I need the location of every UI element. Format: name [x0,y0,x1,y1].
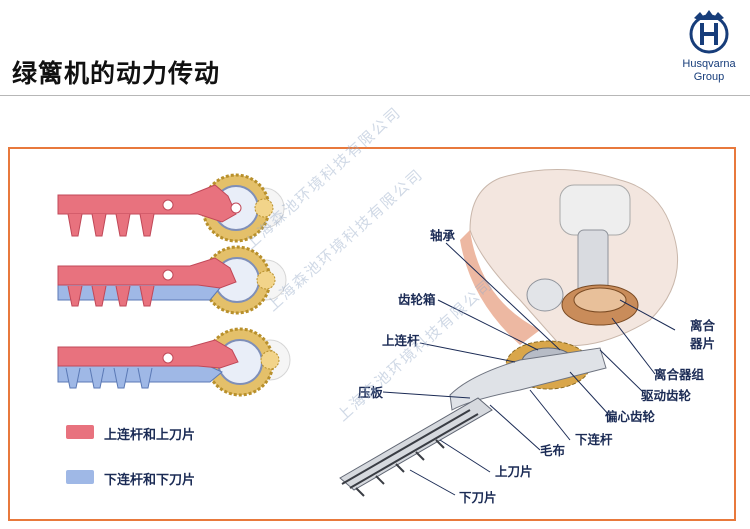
legend-label-upper: 上连杆和上刀片 [104,428,196,443]
callout-felt: 毛布 [540,443,566,458]
logo-brand-line1: Husqvarna [682,58,736,70]
callout-clutch-assembly: 离合器组 [654,367,705,382]
callout-drive-gear: 驱动齿轮 [641,388,692,403]
mechanism-row-1 [57,173,285,243]
mechanism-row-2 [57,245,287,315]
callout-clutch-shoe-line1: 离合 [690,318,716,333]
callout-leaders [382,242,676,496]
callout-eccentric-gear: 偏心齿轮 [605,409,656,424]
husqvarna-crown-h-logo-icon [689,10,729,54]
slide-title: 绿篱机的动力传动 [12,59,221,88]
hedge-trimmer-machine [339,169,679,497]
leader-clutch-assembly [611,317,656,375]
leader-clutch-shoe [619,299,676,331]
callout-gearbox: 齿轮箱 [398,292,436,307]
title-divider [0,95,750,96]
leader-eccentric-gear [569,371,611,417]
leader-drive-gear [599,349,646,395]
husqvarna-logo: Husqvarna Group [676,8,742,88]
legend-swatch-upper [66,425,94,439]
callout-upper-blade: 上刀片 [495,464,533,479]
legend-swatch-lower [66,470,94,484]
leader-upper-link [419,342,516,363]
callout-upper-link: 上连杆 [382,333,420,348]
callout-clutch-shoe-line2: 器片 [690,336,716,351]
leader-upper-blade [439,439,491,473]
callout-press-plate: 压板 [358,385,384,400]
mechanism-row-3 [57,327,291,397]
leader-lower-link [529,389,571,441]
logo-wordmark: Husqvarna Group [676,58,742,84]
leader-gearbox [437,299,539,351]
callout-lower-blade: 下刀片 [459,490,497,505]
leader-lower-blade [409,469,456,496]
leader-felt [489,404,541,451]
legend-label-lower: 下连杆和下刀片 [104,473,196,488]
leader-bearing [445,242,561,351]
logo-brand-line2: Group [693,71,725,83]
callout-lower-link: 下连杆 [575,432,613,447]
leader-press-plate [382,391,471,399]
callout-bearing: 轴承 [430,228,456,243]
